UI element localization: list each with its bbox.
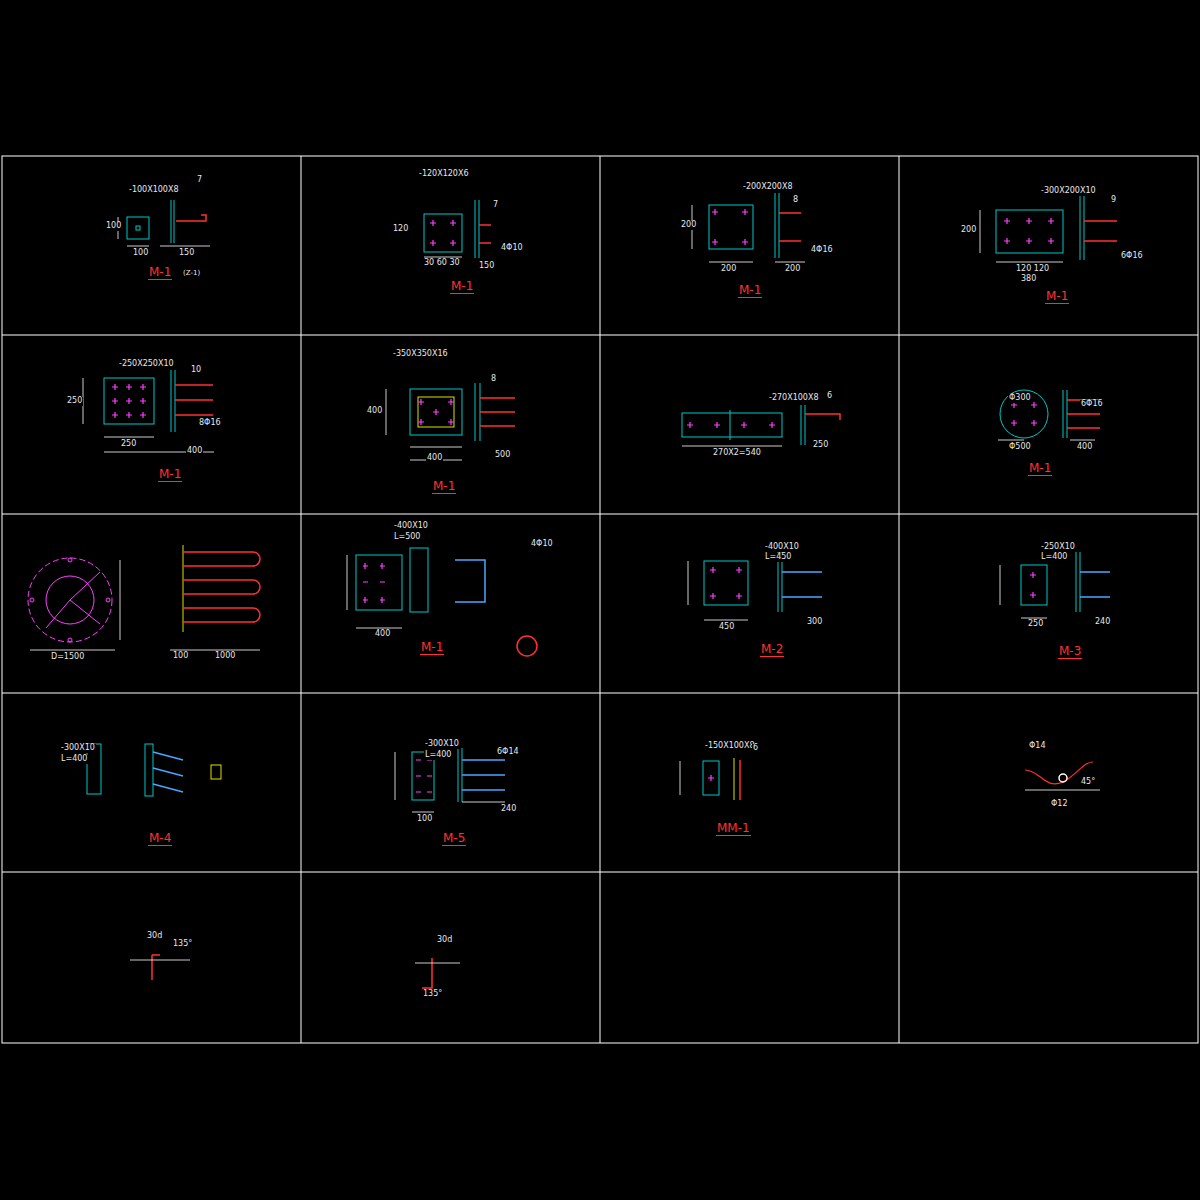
detail-mark: M-1 [148,266,172,280]
dimension-text: 7 [196,176,203,185]
dimension-text: L=500 [393,533,421,542]
dimension-text: -250X250X10 [118,360,175,369]
dimension-text: 135° [172,940,193,949]
dimension-text: 500 [494,451,511,460]
dimension-text: L=400 [1040,553,1068,562]
dimension-text: 4Φ10 [500,244,524,253]
dimension-text: 8Φ16 [198,419,222,428]
dimension-text: -270X100X8 [768,394,819,403]
detail-mark: M-4 [148,832,172,846]
detail-mark: M-1 [1028,462,1052,476]
dimension-text: 6Φ16 [1080,400,1104,409]
dimension-text: Φ12 [1050,800,1068,809]
dimension-text: -120X120X6 [418,170,469,179]
dimension-text: 7 [492,201,499,210]
dimension-text: -100X100X8 [128,186,179,195]
dimension-text: 400 [186,447,203,456]
dimension-text: 8 [792,196,799,205]
dimension-text: 400 [366,407,383,416]
dimension-text: 150 [178,249,195,258]
dimension-text: 6 [752,744,759,753]
dimension-text: 400 [1076,443,1093,452]
dimension-text: 100 [132,249,149,258]
dimension-text: 200 [784,265,801,274]
dimension-text: -150X100X8 [704,742,755,751]
detail-mark: M-5 [442,832,466,846]
dimension-text: 135° [422,990,443,999]
anchor-bars [152,213,1117,988]
dimension-text: 450 [718,623,735,632]
dimension-text: Φ14 [1028,742,1046,751]
dimension-lines [30,205,1100,963]
dimension-text: 400 [426,454,443,463]
dimension-text: -400X10 [764,543,800,552]
detail-mark: M-1 [158,468,182,482]
dimension-text: 270X2=540 [712,449,762,458]
dimension-text: 30d [146,932,163,941]
detail-mark: M-3 [1058,645,1082,659]
dimension-text: 250 [1027,620,1044,629]
dimension-text: 9 [1110,196,1117,205]
dimension-text: 380 [1020,275,1037,284]
plates [87,193,1084,802]
dimension-text: 240 [1094,618,1111,627]
dimension-text: 250 [120,440,137,449]
dimension-text: 8 [490,375,497,384]
dimension-text: L=400 [60,755,88,764]
dimension-text: 200 [680,221,697,230]
dimension-text: -250X10 [1040,543,1076,552]
dimension-text: 10 [190,366,202,375]
detail-mark: M-1 [432,480,456,494]
dimension-text: 200 [720,265,737,274]
dimension-text: (Z-1) [182,270,201,278]
detail-mark: M-1 [1045,290,1069,304]
detail-mark: M-1 [738,284,762,298]
dimension-text: 300 [806,618,823,627]
bolt-holes [112,209,1054,792]
dimension-text: -300X10 [424,740,460,749]
dimension-text: D=1500 [50,653,85,662]
dimension-text: 400 [374,630,391,639]
dimension-text: 200 [960,226,977,235]
dimension-text: 4Φ10 [530,540,554,549]
dimension-text: 100 [105,222,122,231]
dimension-text: 30d [436,936,453,945]
dimension-text: 6 [826,392,833,401]
dimension-text: 100 [416,815,433,824]
sheet-grid [2,156,1198,1043]
studs [153,560,1110,792]
dimension-text: 100 [172,652,189,661]
dimension-text: 6Φ16 [1120,252,1144,261]
dimension-text: 250 [66,397,83,406]
detail-mark: MM-1 [716,822,751,836]
dimension-text: 120 120 [1015,265,1050,274]
dimension-text: 45° [1080,778,1096,787]
dimension-text: 240 [500,805,517,814]
detail-mark: M-1 [420,641,444,655]
dimension-text: -350X350X16 [392,350,449,359]
dimension-text: 6Φ14 [496,748,520,757]
detail-mark: M-1 [450,280,474,294]
dimension-text: 120 [392,225,409,234]
dimension-text: Φ500 [1008,443,1032,452]
dimension-text: 1000 [214,652,236,661]
dimension-text: L=450 [764,553,792,562]
dimension-text: L=400 [424,751,452,760]
dimension-text: -400X10 [393,522,429,531]
dimension-text: 250 [812,441,829,450]
dimension-text: -300X10 [60,744,96,753]
dimension-text: 150 [478,262,495,271]
inner-plate [183,397,734,800]
dimension-text: 30 60 30 [423,259,461,268]
dimension-text: -300X200X10 [1040,187,1097,196]
dimension-text: Φ300 [1008,394,1032,403]
dimension-text: 4Φ16 [810,246,834,255]
detail-mark: M-2 [760,643,784,657]
dimension-text: -200X200X8 [742,183,793,192]
ring-plate [28,558,112,642]
